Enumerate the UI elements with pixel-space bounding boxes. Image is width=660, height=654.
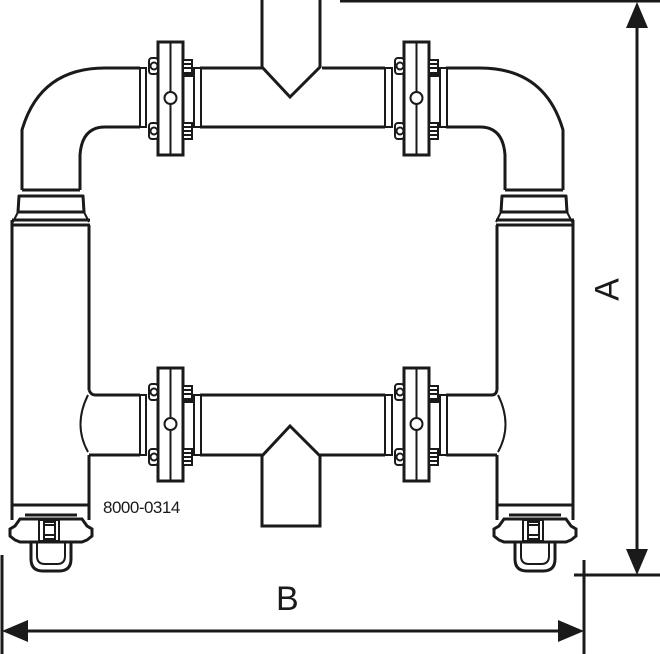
dimension-a bbox=[340, 0, 660, 577]
foot-right bbox=[492, 513, 578, 573]
column-left bbox=[10, 218, 91, 520]
elbow-top-left bbox=[12, 66, 106, 223]
foot-left bbox=[8, 513, 94, 573]
top-pipe bbox=[105, 66, 480, 129]
flange-bottom-left bbox=[147, 366, 194, 483]
dimension-a-label: A bbox=[588, 278, 627, 301]
flange-top-right bbox=[393, 40, 440, 157]
tee-inlet-top bbox=[260, 0, 322, 100]
elbow-top-right bbox=[479, 66, 573, 223]
bottom-pipe bbox=[79, 389, 507, 457]
part-number-label: 8000-0314 bbox=[103, 498, 180, 517]
arrow-right-icon bbox=[558, 620, 584, 642]
arrow-down-icon bbox=[626, 549, 648, 575]
tee-outlet-bottom bbox=[260, 423, 322, 528]
arrow-left-icon bbox=[2, 620, 28, 642]
dimension-b-label: B bbox=[276, 580, 299, 618]
dimension-b bbox=[0, 555, 586, 654]
flange-top-left bbox=[147, 40, 194, 157]
column-right bbox=[495, 218, 575, 520]
flange-bottom-right bbox=[393, 366, 440, 483]
arrow-up-icon bbox=[626, 2, 648, 28]
